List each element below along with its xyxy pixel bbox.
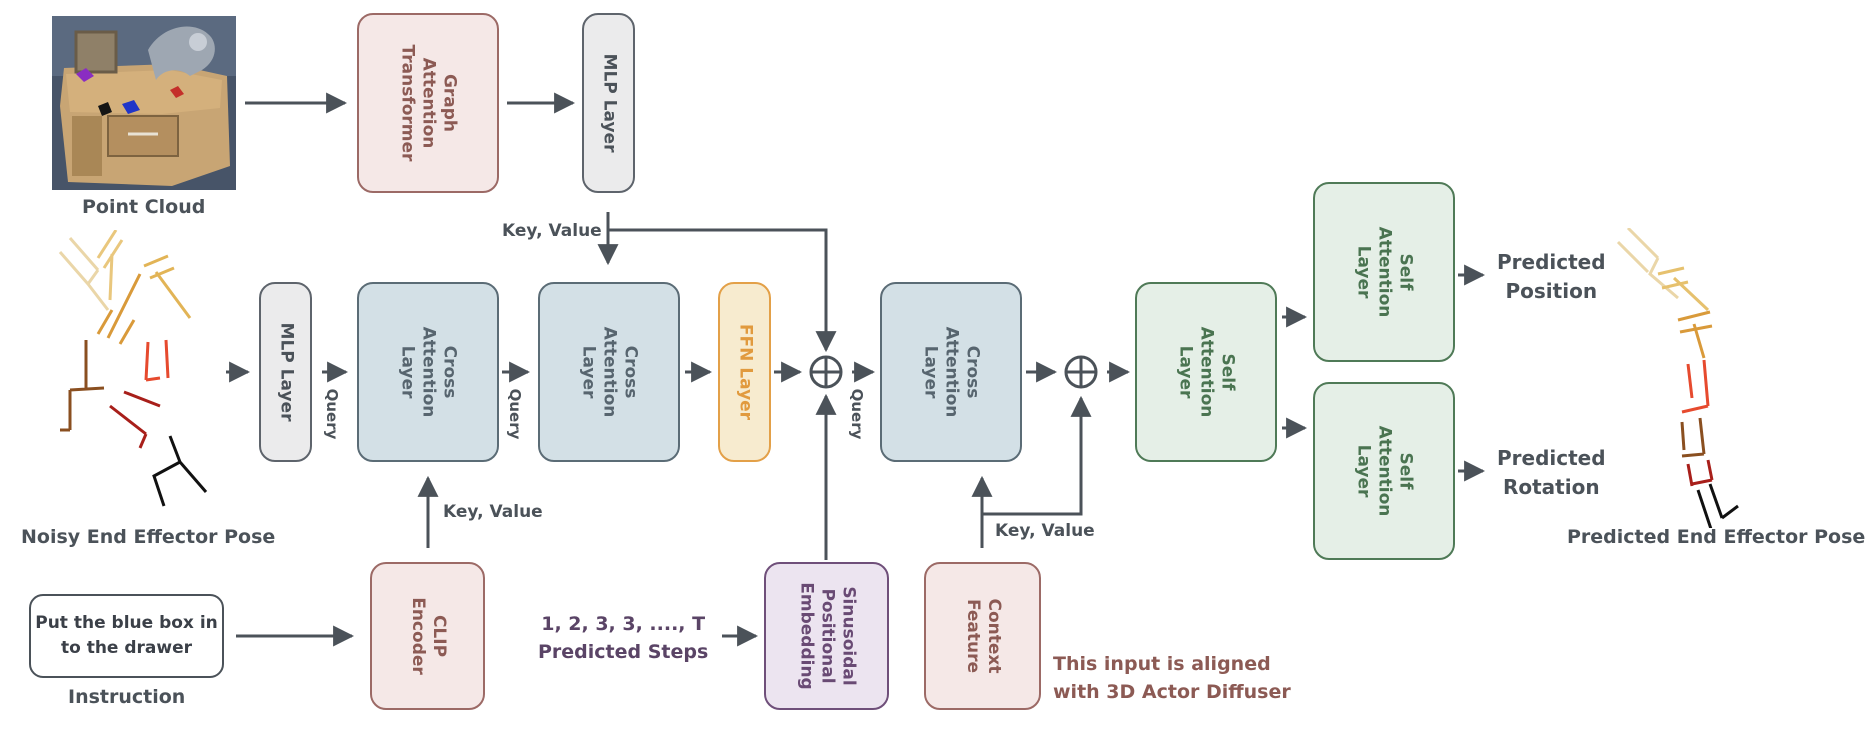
cross-attention-layer-1: Cross Attention Layer	[357, 282, 499, 462]
clip-encoder-block: CLIP Encoder	[370, 562, 485, 710]
cross-attention-layer-2: Cross Attention Layer	[538, 282, 680, 462]
predicted-pose-label: Predicted End Effector Pose	[1567, 526, 1866, 548]
point-cloud-label: Point Cloud	[82, 196, 206, 218]
context-feature-block: Context Feature	[924, 562, 1041, 710]
mlp-layer-top-block: MLP Layer	[582, 13, 635, 193]
arrow-keyvalue-to-plus1	[608, 228, 837, 353]
query-label-1: Query	[323, 388, 341, 440]
mlp-layer-left-label: MLP Layer	[276, 322, 296, 422]
query-label-3: Query	[848, 388, 866, 440]
plus-node-2	[1064, 355, 1098, 389]
cross-attention-layer-2-label: Cross Attention Layer	[578, 326, 641, 418]
key-value-label-top: Key, Value	[502, 221, 602, 241]
self-attention-layer-mid-label: Self Attention Layer	[1175, 326, 1238, 418]
key-value-label-context: Key, Value	[995, 521, 1095, 541]
point-cloud-image	[52, 16, 236, 190]
aligned-input-note: This input is aligned with 3D Actor Diff…	[1053, 653, 1291, 703]
predicted-rotation-label: Predicted Rotation	[1497, 446, 1606, 499]
sinusoidal-positional-embedding-label: Sinusoidal Positional Embedding	[796, 582, 858, 690]
predicted-steps-label: 1, 2, 3, 3, ...., T Predicted Steps	[538, 613, 709, 663]
clip-encoder-label: CLIP Encoder	[407, 597, 449, 675]
cross-attention-layer-3-label: Cross Attention Layer	[920, 326, 983, 418]
noisy-pose-image	[58, 230, 208, 507]
cross-attention-layer-1-label: Cross Attention Layer	[397, 326, 460, 418]
predicted-position-label: Predicted Position	[1497, 250, 1606, 303]
ffn-layer-label: FFN Layer	[735, 323, 755, 421]
context-feature-label: Context Feature	[962, 598, 1004, 674]
key-value-label-clip: Key, Value	[443, 502, 543, 522]
plus-node-1	[809, 355, 843, 389]
sinusoidal-positional-embedding-block: Sinusoidal Positional Embedding	[764, 562, 889, 710]
mlp-layer-top-label: MLP Layer	[599, 53, 619, 153]
mlp-layer-left-block: MLP Layer	[259, 282, 312, 462]
graph-attention-transformer-block: Graph Attention Transformer	[357, 13, 499, 193]
ffn-layer-block: FFN Layer	[718, 282, 771, 462]
self-attention-layer-top-label: Self Attention Layer	[1353, 226, 1416, 318]
query-label-2: Query	[506, 388, 524, 440]
instruction-label: Instruction	[68, 686, 186, 708]
cross-attention-layer-3: Cross Attention Layer	[880, 282, 1022, 462]
arrow-context-plus2	[982, 395, 1092, 516]
self-attention-layer-mid: Self Attention Layer	[1135, 282, 1277, 462]
instruction-textbox: Put the blue box in to the drawer	[29, 594, 224, 678]
self-attention-layer-bottom: Self Attention Layer	[1313, 382, 1455, 560]
self-attention-layer-bottom-label: Self Attention Layer	[1353, 425, 1416, 517]
self-attention-layer-top: Self Attention Layer	[1313, 182, 1455, 362]
noisy-pose-label: Noisy End Effector Pose	[21, 526, 276, 548]
predicted-pose-image	[1616, 228, 1739, 528]
graph-attention-transformer-label: Graph Attention Transformer	[397, 44, 460, 162]
